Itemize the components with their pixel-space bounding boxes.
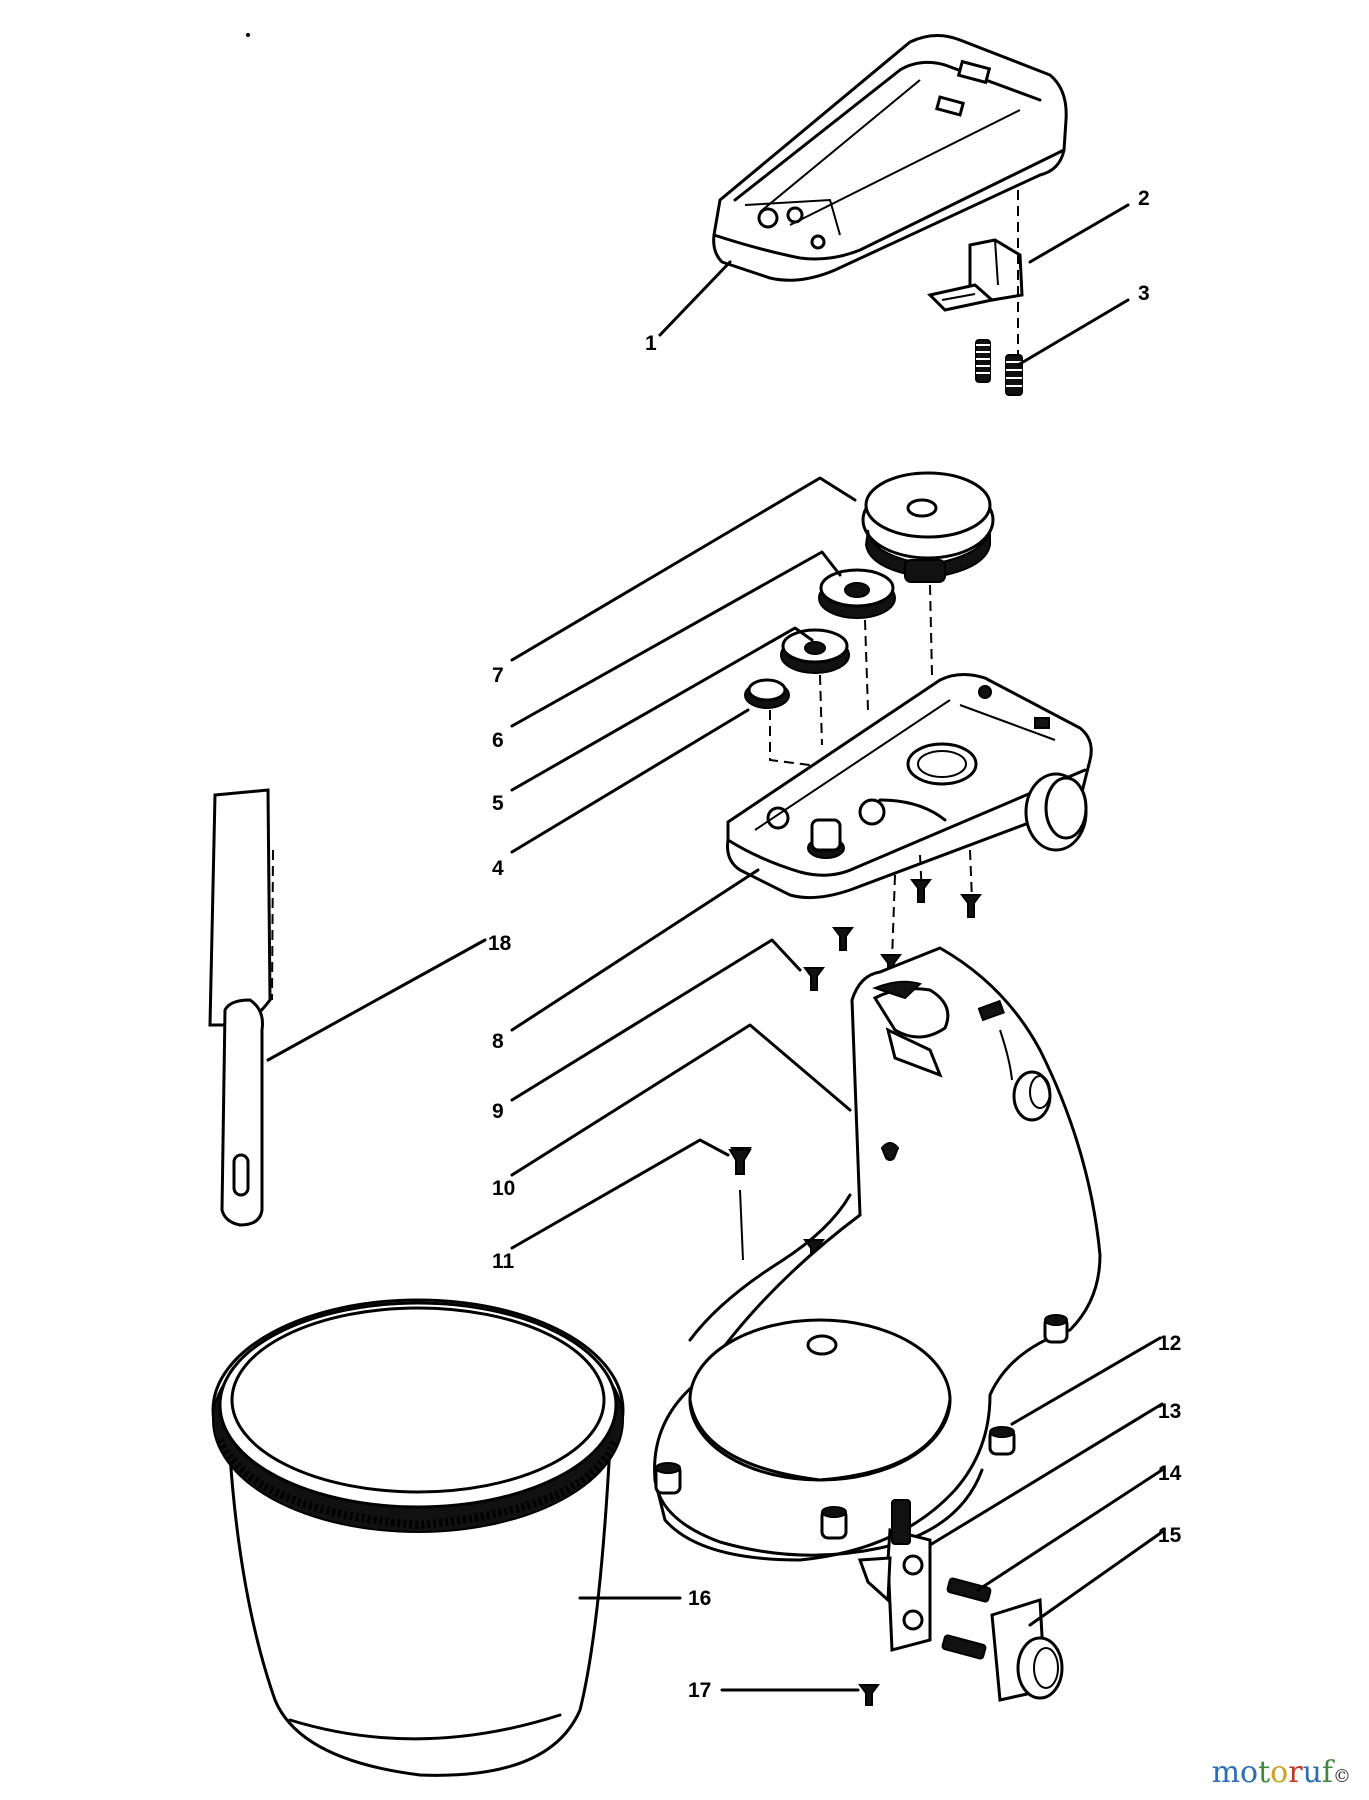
watermark-letter: m <box>1211 1755 1241 1790</box>
screw-part <box>728 1149 752 1175</box>
part-number: 2 <box>1138 187 1150 210</box>
part-number: 15 <box>1158 1524 1182 1547</box>
rubber-feet-parts <box>654 1314 1069 1540</box>
part-number: 7 <box>492 664 504 687</box>
watermark-letter: f <box>1321 1755 1333 1790</box>
leader-dash <box>739 1189 744 1261</box>
watermark-letter: t <box>1258 1755 1271 1790</box>
watermark-letter: u <box>1302 1755 1322 1790</box>
pinion-gear-part <box>744 678 790 709</box>
lock-knob-part <box>990 1597 1064 1702</box>
copyright-icon: © <box>1333 1766 1351 1787</box>
speck <box>246 33 250 37</box>
part-number: 9 <box>492 1100 504 1123</box>
locking-bracket-part <box>857 1499 932 1652</box>
bracket-screws-parts <box>941 1577 992 1660</box>
medium-gear-part <box>818 568 896 619</box>
part-number: 18 <box>488 932 512 955</box>
part-number: 13 <box>1158 1400 1181 1423</box>
part-number: 8 <box>492 1030 504 1053</box>
part-number: 14 <box>1158 1462 1182 1485</box>
part-number: 4 <box>492 857 504 880</box>
part-number: 5 <box>492 792 504 815</box>
part-number: 6 <box>492 729 504 752</box>
part-number: 10 <box>492 1177 515 1200</box>
mixing-bowl-part <box>211 1298 625 1777</box>
part-number: 17 <box>688 1679 711 1702</box>
watermark-logo: motoruf© <box>1212 1755 1351 1790</box>
watermark-letter: o <box>1240 1755 1259 1790</box>
gear-housing-part <box>726 673 1093 900</box>
part-number-labels: 1 2 3 4 5 6 7 8 9 10 11 12 13 14 15 16 1… <box>488 187 1182 1702</box>
latch-bracket-part <box>927 238 1024 312</box>
small-gear-part <box>780 628 850 674</box>
leader-lines <box>266 203 1164 1692</box>
spatula-part <box>208 788 274 1227</box>
large-gear-part <box>861 471 995 583</box>
part-number: 16 <box>688 1587 711 1610</box>
top-cover-part <box>712 34 1068 282</box>
mixer-stand-part <box>653 946 1102 1562</box>
watermark-letter: o <box>1270 1755 1289 1790</box>
part-number: 12 <box>1158 1332 1181 1355</box>
watermark-letter: r <box>1288 1755 1303 1790</box>
part-number: 11 <box>492 1250 515 1273</box>
spring-parts <box>975 339 1023 396</box>
screw-part <box>858 1684 880 1706</box>
part-number: 3 <box>1138 282 1150 305</box>
part-number: 1 <box>645 332 657 355</box>
